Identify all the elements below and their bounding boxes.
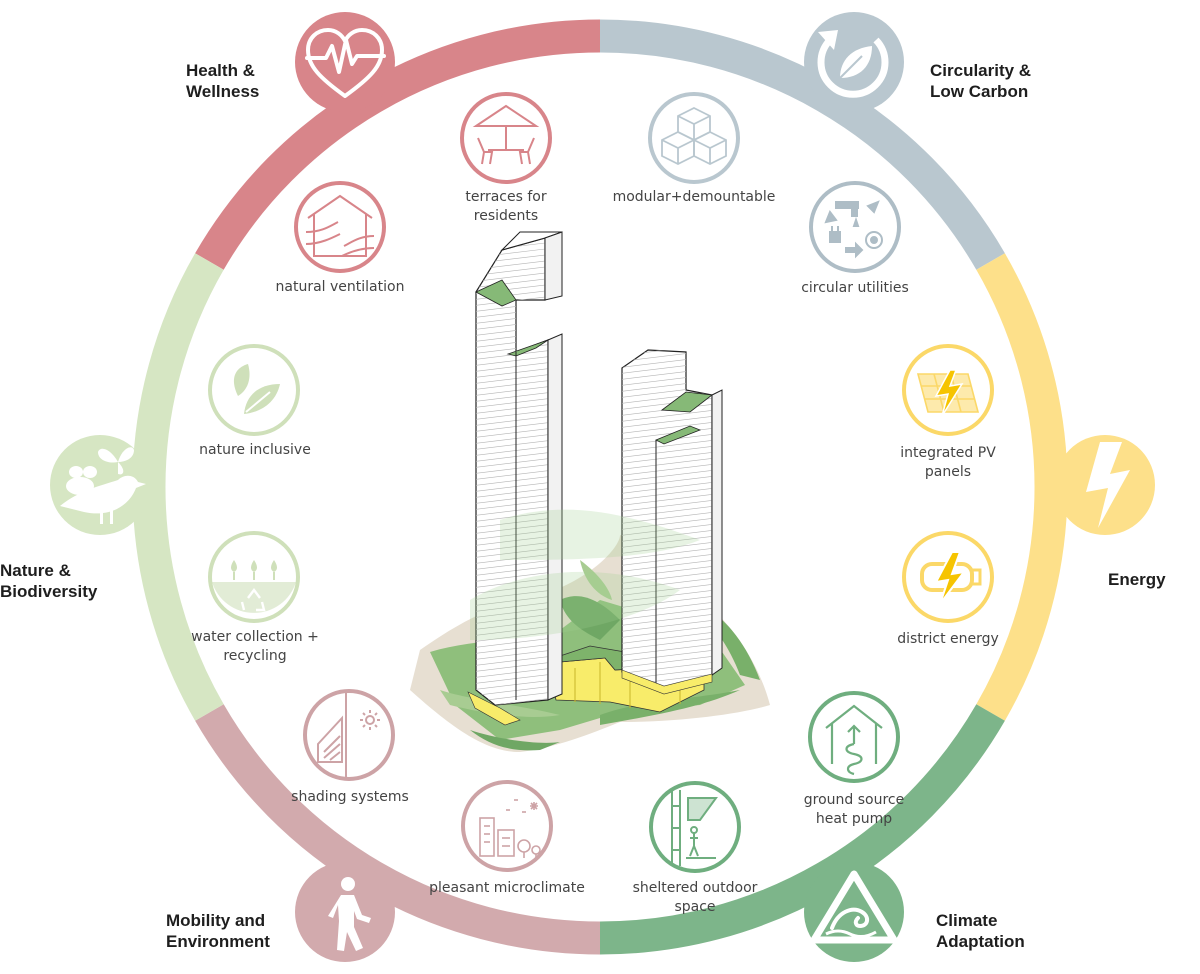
wind-shading-overlay bbox=[470, 509, 700, 640]
walking-person-icon bbox=[328, 877, 371, 951]
health-badge bbox=[295, 12, 395, 112]
stacked-cubes-icon bbox=[661, 106, 727, 166]
category-label-health: Health & Wellness bbox=[186, 61, 260, 101]
strategy-modular bbox=[648, 92, 740, 184]
utility-cycle-icon bbox=[824, 200, 883, 259]
shading-window-icon bbox=[317, 692, 380, 778]
house-airflow-icon bbox=[305, 194, 375, 257]
water-recycle-icon bbox=[212, 560, 296, 613]
building-illustration bbox=[410, 231, 770, 752]
strategy-label-heat-pump: ground source heat pump bbox=[803, 792, 905, 827]
strategy-label-district: district energy bbox=[897, 631, 999, 647]
strategy-pv bbox=[902, 344, 994, 436]
strategy-water bbox=[208, 531, 300, 623]
category-label-circularity: Circularity & Low Carbon bbox=[930, 61, 1032, 101]
strategy-label-nature-inclusive: nature inclusive bbox=[199, 442, 311, 458]
terrace-table-icon bbox=[472, 104, 540, 165]
strategy-microclimate bbox=[461, 780, 553, 872]
wave-warning-icon bbox=[810, 870, 898, 944]
tower-left bbox=[475, 231, 563, 706]
strategy-label-terraces: terraces for residents bbox=[465, 189, 547, 224]
city-trees-icon bbox=[479, 799, 541, 858]
house-heat-pipe-icon bbox=[825, 704, 883, 776]
bird-butterfly-bee-icon bbox=[60, 447, 146, 524]
strategy-district bbox=[902, 531, 994, 623]
strategy-label-ventilation: natural ventilation bbox=[275, 279, 405, 295]
nature-badge bbox=[50, 435, 150, 535]
strategy-nature-inclusive bbox=[208, 344, 300, 436]
climate-badge bbox=[804, 862, 904, 962]
leaves-icon bbox=[233, 364, 280, 414]
strategy-shading bbox=[303, 689, 395, 781]
strategy-ventilation bbox=[294, 181, 386, 273]
cycle-leaf-icon bbox=[817, 30, 889, 98]
category-label-climate: Climate Adaptation bbox=[936, 911, 1025, 951]
strategy-terraces bbox=[460, 92, 552, 184]
strategy-label-pv: integrated PV panels bbox=[900, 445, 996, 480]
category-label-mobility: Mobility and Environment bbox=[166, 911, 270, 951]
category-label-nature: Nature & Biodiversity bbox=[0, 561, 98, 601]
tower-right bbox=[621, 349, 723, 695]
strategy-label-modular: modular+demountable bbox=[612, 189, 776, 205]
strategy-heat-pump bbox=[808, 691, 900, 783]
battery-bolt-icon bbox=[920, 551, 982, 605]
strategy-sheltered bbox=[649, 781, 741, 873]
strategy-label-sheltered: sheltered outdoor space bbox=[632, 880, 758, 915]
heart-pulse-icon bbox=[305, 28, 386, 98]
category-label-energy: Energy bbox=[1108, 570, 1166, 589]
lightning-icon bbox=[1086, 442, 1130, 528]
mobility-badge bbox=[295, 862, 395, 962]
energy-badge bbox=[1055, 435, 1155, 535]
strategy-label-water: water collection + recycling bbox=[191, 629, 319, 664]
strategy-label-microclimate: pleasant microclimate bbox=[429, 880, 585, 896]
strategy-label-shading: shading systems bbox=[291, 789, 409, 805]
ring-segment-energy bbox=[976, 253, 1068, 721]
solar-panel-icon bbox=[916, 369, 980, 417]
strategy-label-utilities: circular utilities bbox=[801, 280, 909, 296]
balcony-person-icon bbox=[671, 790, 718, 866]
circularity-badge bbox=[804, 12, 904, 112]
strategy-utilities bbox=[809, 181, 901, 273]
